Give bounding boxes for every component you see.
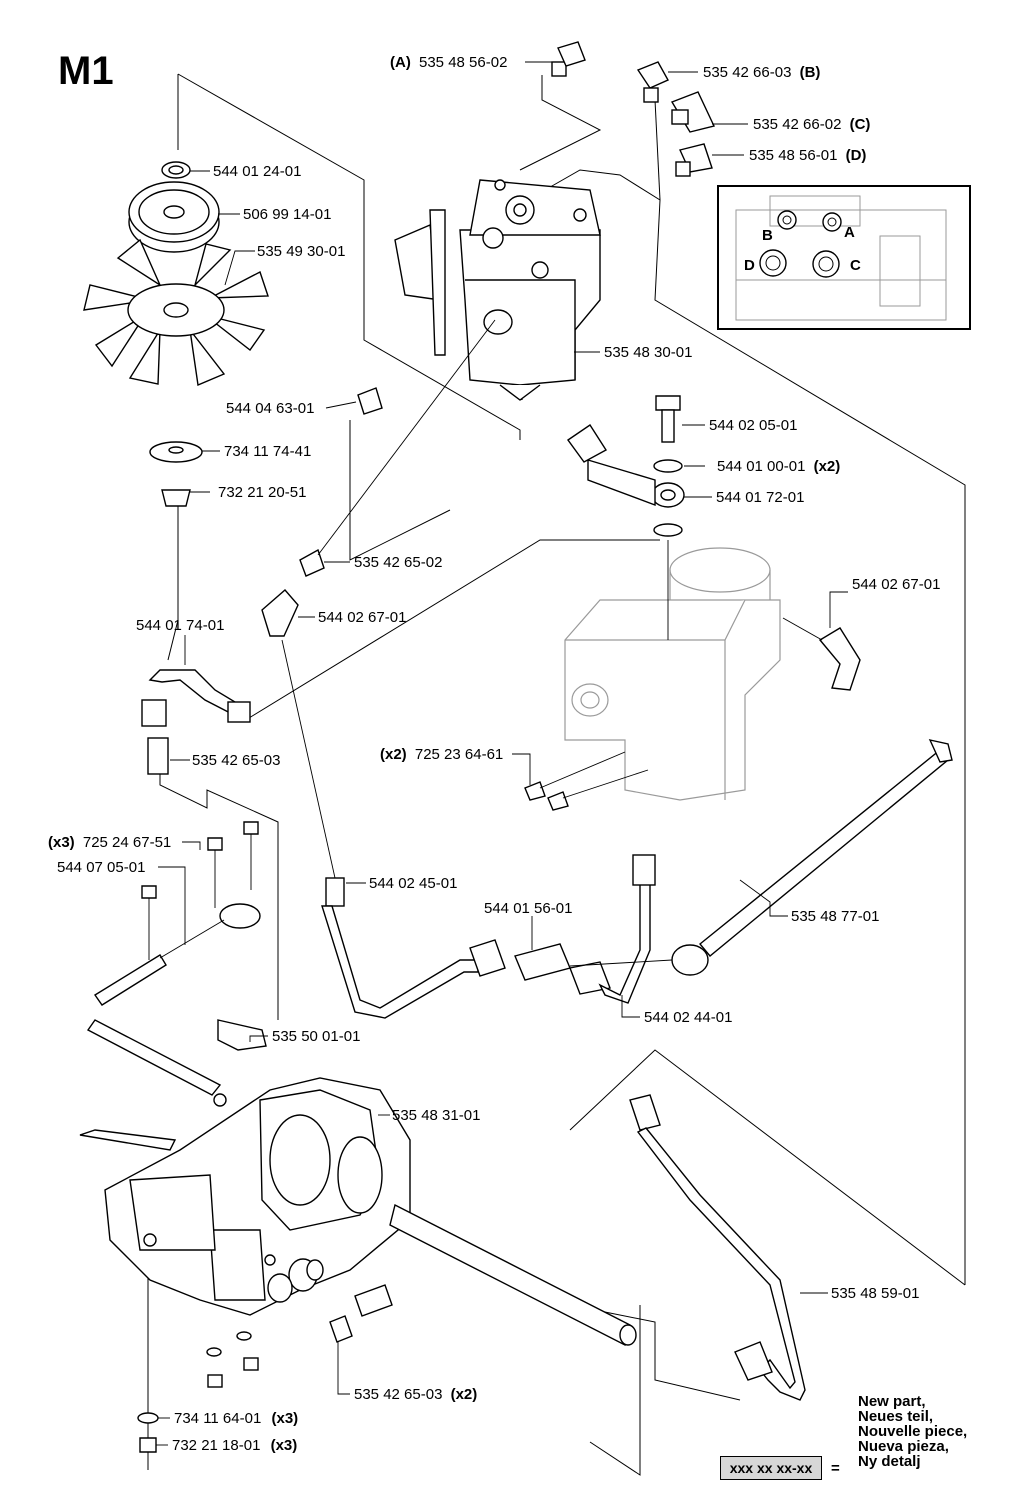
callout-535-42-65-03-x2: 535 42 65-03 (x2) <box>354 1386 477 1403</box>
elbow-right-icon <box>818 627 861 691</box>
callout-535-48-77-01: 535 48 77-01 <box>791 908 879 925</box>
callout-544-02-67-01-left: 544 02 67-01 <box>318 609 406 626</box>
bolt-head-icon <box>207 837 223 851</box>
callout-734-11-64-01: 734 11 64-01 (x3) <box>174 1410 298 1427</box>
fitting-535-42-65-03b-icon <box>329 1315 353 1343</box>
port-inset: B A D C <box>717 185 971 330</box>
lower-tubes <box>281 639 673 1019</box>
legend-line: Ny detalj <box>858 1453 921 1470</box>
fitting-b-icon <box>636 61 669 103</box>
legend-line: Nueva pieza, <box>858 1438 949 1455</box>
nut-732-21-18-icon <box>139 1437 157 1453</box>
fitting-c-icon <box>670 91 715 133</box>
callout-544-04-63-01: 544 04 63-01 <box>226 400 314 417</box>
callout-544-02-67-01-right: 544 02 67-01 <box>852 576 940 593</box>
callout-535-50-01-01: 535 50 01-01 <box>272 1028 360 1045</box>
callout-535-48-56-01: 535 48 56-01 (D) <box>749 147 866 164</box>
callout-535-48-30-01: 535 48 30-01 <box>604 344 692 361</box>
hairpin-clip-icon <box>219 903 261 929</box>
tube-544-02-45-icon <box>321 905 479 1019</box>
transmission-icon <box>79 1019 637 1347</box>
callout-506-99-14-01: 506 99 14-01 <box>243 206 331 223</box>
port-label-c: C <box>850 257 861 274</box>
legend-equals: = <box>831 1460 840 1477</box>
axle-right-icon <box>389 1203 631 1347</box>
washer-734-11-64-icon <box>137 1412 159 1424</box>
reservoir-bolts <box>524 751 649 811</box>
fitting-535-42-65-02-icon <box>299 548 325 577</box>
nut-544-01-74-icon <box>141 699 167 727</box>
port-label-b: B <box>762 227 773 244</box>
fitting-d-icon <box>675 143 713 177</box>
callout-535-42-66-02: 535 42 66-02 (C) <box>753 116 870 133</box>
sealing-washer-icon <box>653 459 683 473</box>
callout-734-11-74-41: 734 11 74-41 <box>224 443 311 460</box>
elbow-544-02-67-icon <box>261 589 299 637</box>
page-title: M1 <box>58 49 114 93</box>
callout-732-21-18-01: 732 21 18-01 (x3) <box>172 1437 297 1454</box>
axle-left-icon <box>86 1019 222 1096</box>
banjo-bolt-icon <box>655 395 681 411</box>
nut-544-02-45-icon <box>325 877 345 907</box>
callout-544-01-72-01: 544 01 72-01 <box>716 489 804 506</box>
callout-544-02-44-01: 544 02 44-01 <box>644 1009 732 1026</box>
callout-535-49-30-01: 535 49 30-01 <box>257 243 345 260</box>
tee-544-01-56-icon <box>514 943 571 981</box>
new-part-legend: New part, Neues teil, Nouvelle piece, Nu… <box>858 1394 1018 1469</box>
callout-535-42-65-03: 535 42 65-03 <box>192 752 280 769</box>
upper-left-fittings <box>141 319 496 775</box>
port-label-a: A <box>844 224 855 241</box>
callout-732-21-20-51: 732 21 20-51 <box>218 484 306 501</box>
leader-lines <box>156 61 848 1446</box>
callout-535-48-59-01: 535 48 59-01 <box>831 1285 919 1302</box>
oil-reservoir-icon <box>564 547 781 801</box>
fitting-a-icon <box>551 41 586 77</box>
hose-535-48-77-icon <box>671 739 953 976</box>
callout-544-02-05-01: 544 02 05-01 <box>709 417 797 434</box>
callout-725-24-67-51: (x3) 725 24 67-51 <box>48 834 171 851</box>
hydraulic-pump-icon <box>394 179 601 401</box>
legend-line: New part, <box>858 1393 926 1410</box>
callout-725-23-64-61: (x2) 725 23 64-61 <box>380 746 503 763</box>
fitting-535-42-65-03-icon <box>147 737 169 775</box>
callout-535-48-56-02: (A) 535 48 56-02 <box>390 54 507 71</box>
callout-544-01-24-01: 544 01 24-01 <box>213 163 301 180</box>
bracket-535-50-01-icon <box>217 1019 267 1051</box>
callout-535-48-31-01: 535 48 31-01 <box>392 1107 480 1124</box>
legend-line: Neues teil, <box>858 1408 934 1425</box>
nut-icon <box>161 489 191 507</box>
fitting-544-04-63-icon <box>357 387 383 415</box>
callout-544-01-00-01: 544 01 00-01 (x2) <box>717 458 840 475</box>
legend-part-number-box: xxx xx xx-xx <box>720 1456 822 1480</box>
callout-535-42-65-02: 535 42 65-02 <box>354 554 442 571</box>
callout-544-01-56-01: 544 01 56-01 <box>484 900 572 917</box>
callout-544-01-74-01: 544 01 74-01 <box>136 617 224 634</box>
callout-544-07-05-01: 544 07 05-01 <box>57 859 145 876</box>
assembly-guide-lines <box>147 73 966 1476</box>
callout-544-02-45-01: 544 02 45-01 <box>369 875 457 892</box>
lever-icon <box>79 1129 177 1151</box>
pulley-fan-stack <box>83 161 269 507</box>
callout-535-42-66-03: 535 42 66-03 (B) <box>703 64 820 81</box>
fan-icon <box>83 238 269 386</box>
port-label-d: D <box>744 257 755 274</box>
banjo-assembly <box>567 395 685 640</box>
transmission-hardware <box>94 821 393 1453</box>
tube-535-48-59-icon <box>629 1094 806 1401</box>
spring-544-07-05-icon <box>94 954 167 1006</box>
callout-labels: (A) 535 48 56-02 535 42 66-03 (B) 535 42… <box>48 54 940 1454</box>
legend-line: Nouvelle piece, <box>858 1423 968 1440</box>
top-fittings <box>551 41 715 177</box>
